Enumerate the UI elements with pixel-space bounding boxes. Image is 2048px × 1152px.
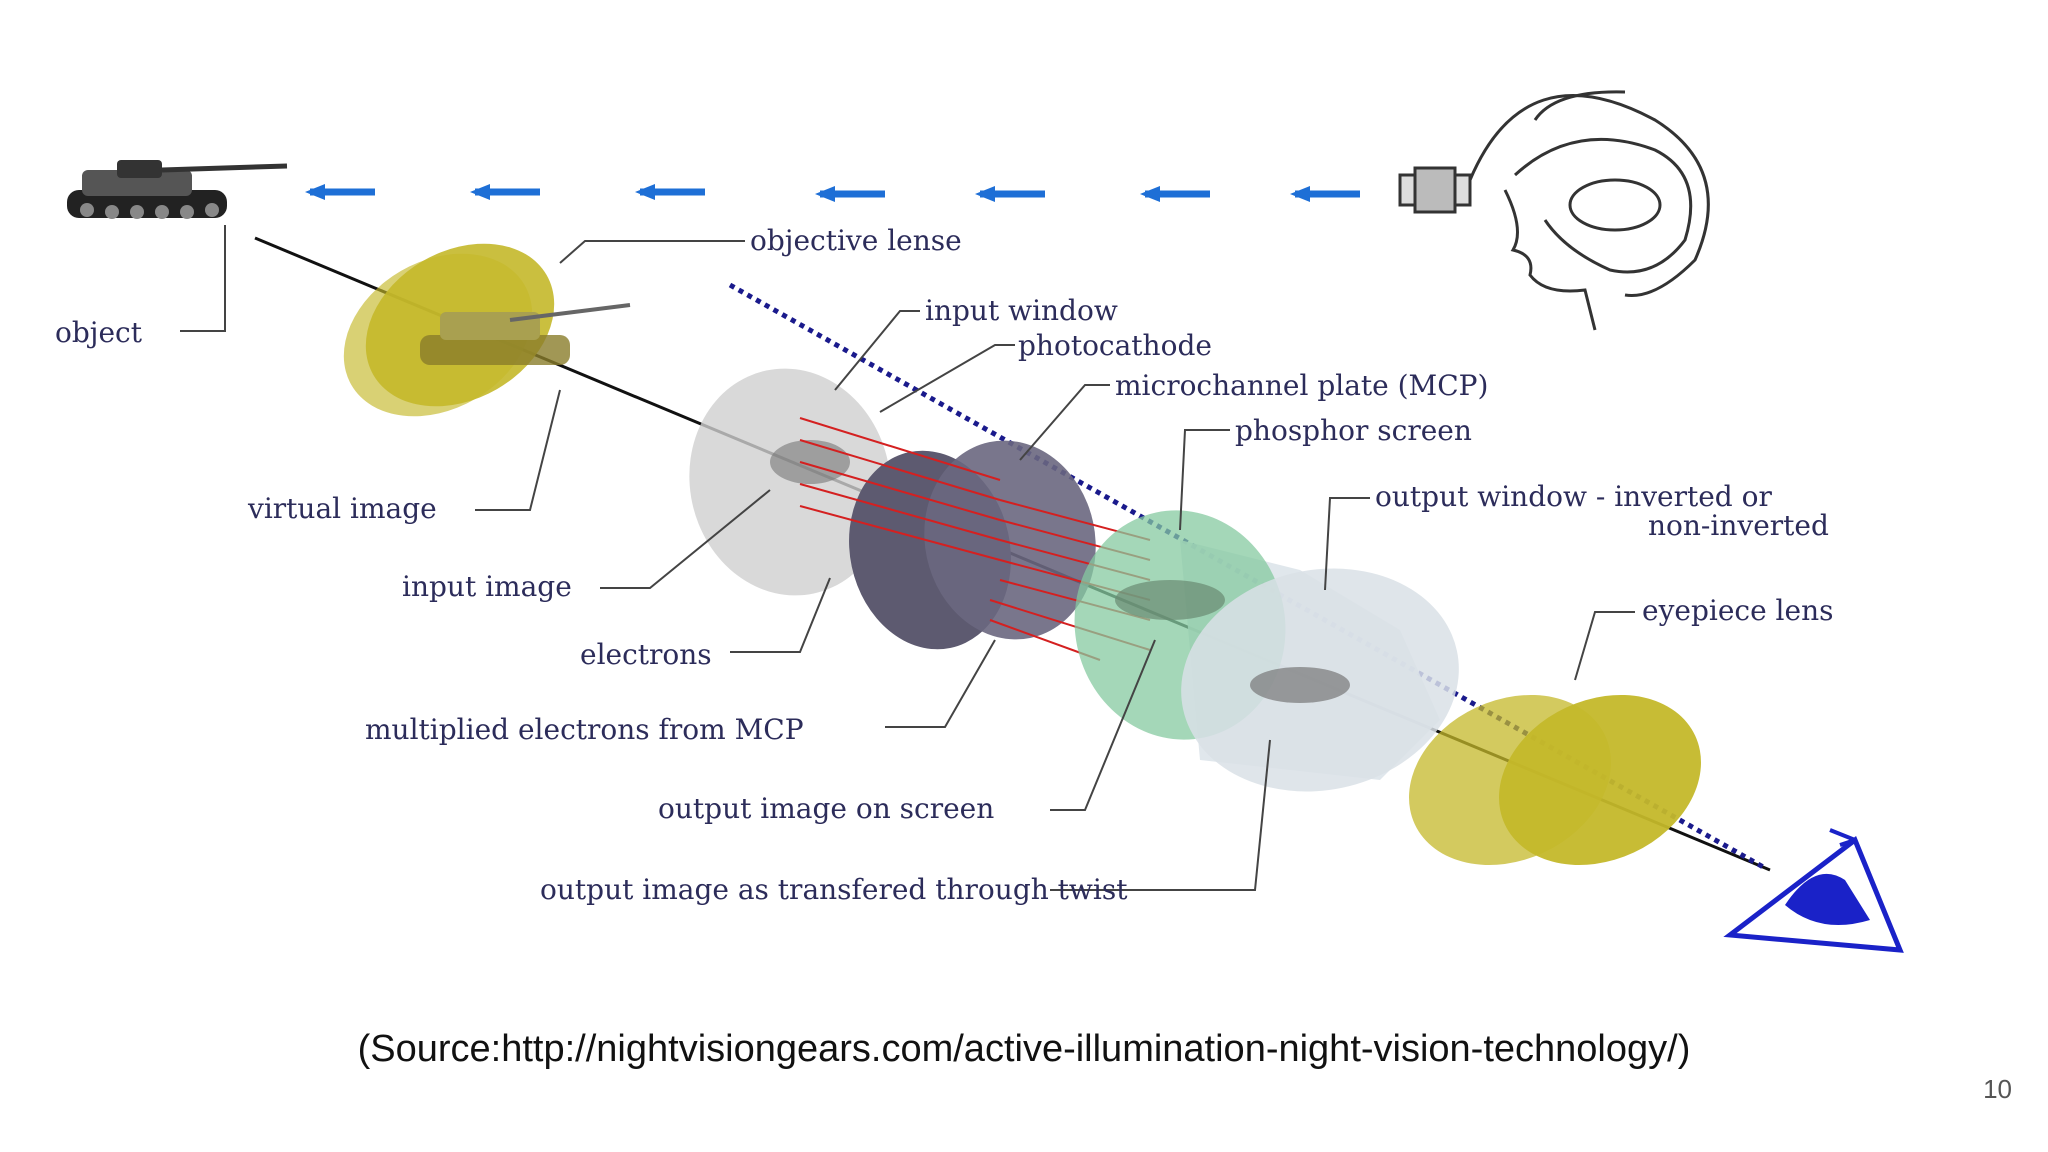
output-image-screen [1115,580,1225,620]
label-photocathode: photocathode [1018,329,1212,362]
label-virtual-image: virtual image [247,492,437,525]
label-object: object [55,316,143,349]
label-output-image-twist: output image as transfered through twist [540,873,1128,906]
phosphor-screen [1074,510,1459,792]
input-image [770,440,850,484]
tank-icon [67,160,288,219]
label-objective-lense: objective lense [750,224,962,257]
helmet-observer-icon [1398,90,1710,331]
label-output-image-screen: output image on screen [658,792,994,825]
leader-lines [180,225,1635,891]
eyepiece-lens [1409,694,1701,866]
label-eyepiece-lens: eyepiece lens [1642,594,1834,627]
night-vision-diagram: object objective lense virtual image inp… [55,90,1904,953]
virtual-image-tank [420,303,631,365]
eye-icon [1723,828,1904,953]
source-citation: (Source:http://nightvisiongears.com/acti… [357,1028,1691,1070]
label-multiplied-electrons: multiplied electrons from MCP [365,713,804,746]
label-input-window: input window [925,294,1118,327]
label-electrons: electrons [580,638,712,671]
page-number: 10 [1983,1074,2012,1104]
output-image-twist [1250,667,1350,703]
label-output-window: output window - inverted or [1375,480,1772,513]
label-input-image: input image [402,570,572,603]
label-mcp: microchannel plate (MCP) [1115,369,1488,402]
label-phosphor-screen: phosphor screen [1235,414,1472,447]
label-output-window-2: non-inverted [1648,509,1829,542]
input-window [689,368,891,596]
light-direction-arrows [305,184,1360,202]
objective-lens [343,243,631,417]
